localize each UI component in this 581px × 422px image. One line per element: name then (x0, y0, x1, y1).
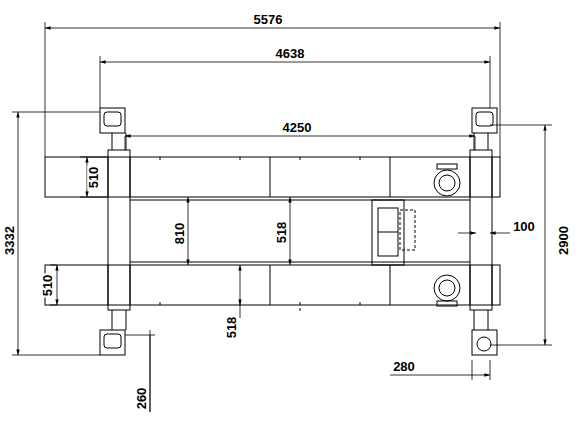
lift-body (45, 265, 500, 305)
lift-body (45, 108, 500, 355)
lift-body (400, 210, 415, 250)
dimension-lines (100, 62, 490, 63)
lift-body (378, 208, 398, 256)
dimension-lines (50, 157, 300, 305)
dimension-lines (12, 112, 552, 355)
lift-body (434, 275, 460, 301)
lift-body (439, 280, 455, 296)
lift-body (130, 200, 470, 262)
dimension-lines (188, 197, 189, 265)
lift-body (160, 157, 360, 311)
lift-body (437, 301, 457, 306)
lift-body (470, 150, 492, 310)
lift-body (472, 330, 497, 355)
dimension-lines (290, 197, 291, 265)
lift-body (100, 330, 125, 355)
lift-body (104, 112, 121, 126)
lift-body (45, 157, 500, 197)
dimension-value: 280 (392, 360, 416, 373)
dimension-lines (12, 22, 552, 412)
lift-body (112, 133, 488, 330)
lift-body (476, 112, 493, 126)
lift-body (477, 337, 491, 351)
dimension-lines (490, 233, 510, 234)
dimension-lines (240, 265, 241, 305)
dimension-value: 510 (87, 165, 100, 189)
lift-body (472, 108, 497, 133)
dimension-lines (45, 22, 500, 157)
dimension-lines (240, 305, 241, 318)
dimension-lines (150, 335, 151, 412)
dimension-value: 260 (135, 386, 148, 410)
dimension-lines (125, 330, 490, 412)
dimension-value: 2900 (556, 225, 569, 256)
dimension-value: 100 (512, 220, 536, 233)
lift-body (437, 164, 457, 169)
dimension-value: 5576 (253, 13, 284, 26)
dimension-value: 510 (41, 273, 54, 297)
lift-body (439, 175, 455, 191)
dimension-lines (125, 136, 475, 137)
dimension-value: 810 (173, 221, 186, 245)
dimension-lines (57, 265, 58, 305)
dimension-value: 4250 (282, 121, 313, 134)
lift-body (108, 265, 492, 305)
dimension-lines (18, 112, 19, 355)
dimension-lines (458, 233, 476, 234)
lift-body (100, 108, 125, 133)
lift-body (378, 232, 398, 233)
lift-body (434, 170, 460, 196)
lift-body (108, 157, 492, 197)
dimension-value: 4638 (275, 47, 306, 60)
lift-body (108, 150, 130, 310)
dimension-value: 518 (275, 220, 288, 244)
lift-body (372, 200, 404, 265)
dimension-value: 3332 (3, 225, 16, 256)
dimension-value: 518 (225, 315, 238, 339)
dimension-lines (545, 125, 546, 345)
lift-body (104, 334, 121, 348)
dimension-lines (45, 28, 500, 29)
dimension-lines (390, 375, 490, 376)
